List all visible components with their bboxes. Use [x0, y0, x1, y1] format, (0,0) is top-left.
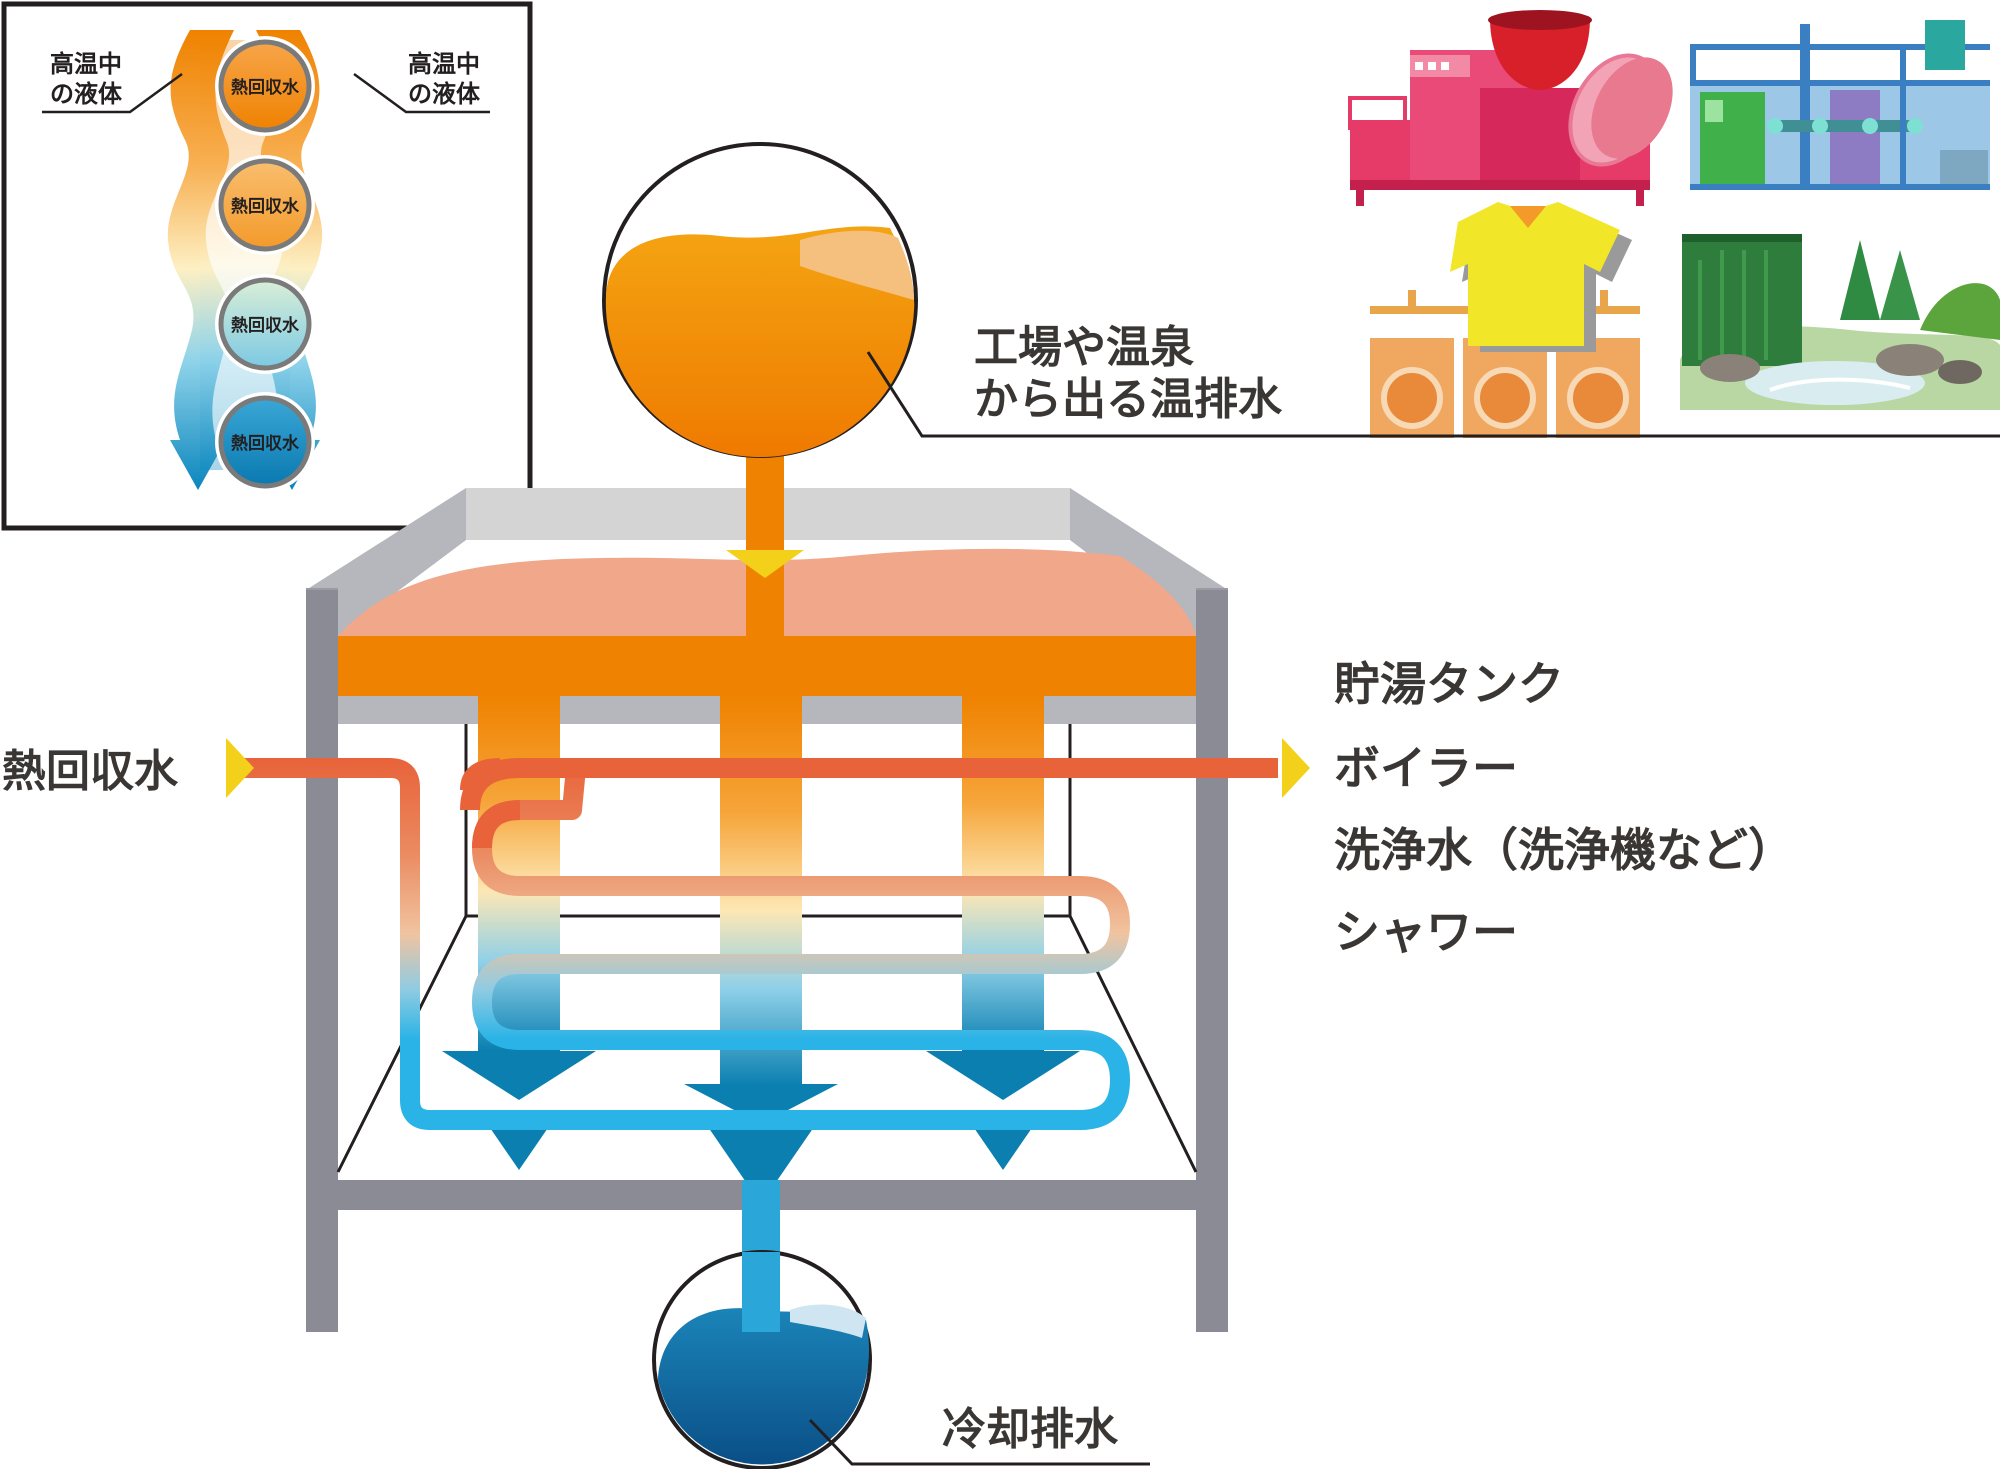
inset-right-label-1: 高温中: [408, 50, 480, 78]
inlet-marker: [726, 550, 804, 578]
inset-left-leader: [42, 72, 183, 114]
output-label-shower: シャワー: [1334, 905, 1518, 959]
heat-exchange-pipe-cover: [460, 758, 501, 791]
heat-exchange-pipe-top: [460, 758, 1278, 849]
drain-leader: [808, 1418, 1150, 1466]
dishwasher-icon: [1348, 10, 1673, 206]
inset-bubble: 熱回収水: [215, 274, 315, 374]
hot-wastewater-label-2: から出る温排水: [974, 374, 1283, 425]
cooled-drain-bubble: [652, 1250, 872, 1469]
output-label-storage-tank: 貯湯タンク: [1334, 657, 1564, 711]
bubble-label-2: 熱回収水: [231, 196, 300, 217]
bubble-label-1: 熱回収水: [231, 77, 300, 98]
inset-left-label-1: 高温中: [50, 50, 122, 78]
heat-exchange-pipe: [240, 758, 1278, 1130]
heat-recovery-water-label: 熱回収水: [2, 746, 179, 797]
factory-icon: [1690, 20, 1990, 190]
hot-wastewater-label-1: 工場や温泉: [974, 322, 1194, 373]
inset-bubble: 熱回収水: [215, 392, 315, 492]
hot-wastewater-bubble: [602, 142, 918, 458]
hot-wastewater-leader: [866, 351, 2000, 438]
bubble-label-3: 熱回収水: [231, 315, 300, 336]
inset-bubble: 熱回収水: [215, 155, 315, 255]
bubble-label-4: 熱回収水: [231, 433, 300, 454]
tank-leg-right: [1196, 590, 1228, 1332]
cooled-drain-label: 冷却排水: [942, 1404, 1119, 1455]
tank-leg-left: [306, 590, 338, 1332]
inset-right-leader: [353, 72, 490, 114]
output-marker: [1282, 738, 1310, 798]
flow-column: [926, 696, 1080, 1170]
inset-right-label-2: の液体: [408, 80, 481, 108]
output-label-boiler: ボイラー: [1334, 741, 1518, 795]
inset-panel: 熱回収水 熱回収水 熱回収水 熱回収水 高温中 の液体 高温中 の液体: [1, 1, 533, 531]
input-marker: [226, 738, 254, 798]
laundry-icon: [1370, 202, 1640, 438]
hot-spring-icon: [1680, 234, 2000, 410]
inset-bubble: 熱回収水: [215, 36, 315, 136]
output-label-washing-water: 洗浄水（洗浄機など）: [1334, 823, 1794, 877]
inset-left-label-2: の液体: [50, 80, 123, 108]
